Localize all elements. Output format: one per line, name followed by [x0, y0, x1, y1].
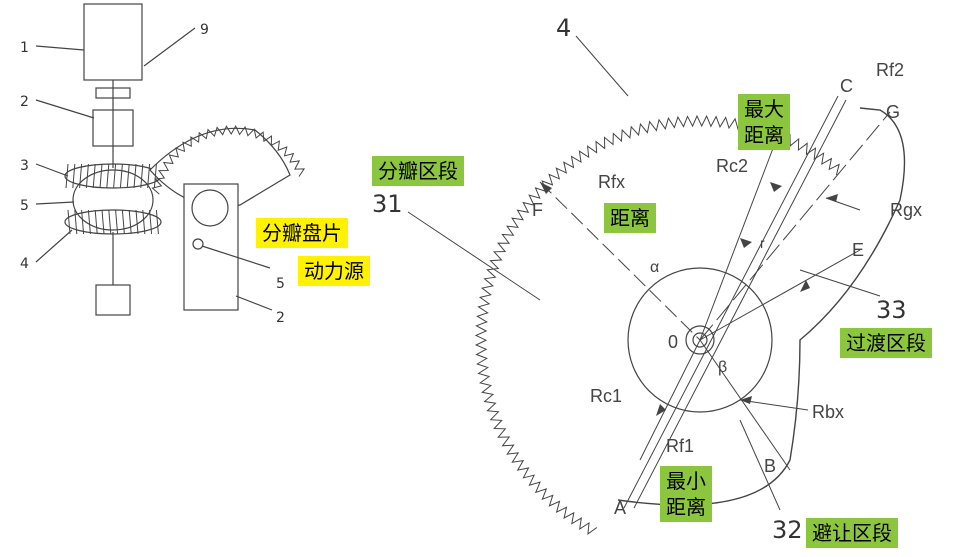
label-rf1: Rf1: [666, 436, 694, 456]
label-rf2: Rf2: [876, 60, 904, 80]
label-max-distance: 最大 距离: [738, 94, 790, 150]
power-source-hole-small: [192, 238, 204, 250]
petal-fin: [119, 163, 123, 189]
petal-fin: [79, 163, 83, 189]
hub-circle-small: [685, 325, 715, 355]
label-distance: 距离: [604, 203, 656, 233]
label-rbx: Rbx: [812, 402, 844, 422]
petal-fin: [94, 209, 98, 235]
callout-4-left: 4: [20, 256, 29, 272]
petal-fin: [155, 209, 159, 235]
petal-fin: [92, 163, 96, 189]
petal-fin: [108, 209, 112, 235]
petal-fin: [74, 209, 78, 235]
callout-3: 3: [20, 158, 29, 174]
petal-fin: [142, 209, 146, 235]
angle-alpha: α: [650, 259, 659, 276]
cam-tooth-arc: [474, 114, 840, 535]
label-rc2: Rc2: [716, 156, 748, 176]
cam-outline: [617, 107, 906, 506]
callout-1: 1: [20, 40, 29, 56]
motor-body: [83, 3, 143, 81]
petal-fin: [65, 163, 69, 189]
callout-2-top: 2: [20, 94, 29, 110]
label-transition-section: 过渡区段: [840, 328, 932, 358]
petal-fin: [128, 209, 132, 235]
petal-fin: [72, 163, 76, 189]
callout-9: 9: [200, 22, 209, 38]
petal-fin: [67, 209, 71, 235]
angle-beta: β: [718, 359, 727, 376]
callout-5-left: 5: [20, 198, 29, 214]
point-b: B: [764, 456, 776, 476]
petal-fin: [85, 163, 89, 189]
petal-fin: [153, 163, 157, 189]
callout-4-right: 4: [556, 14, 571, 42]
point-a: A: [614, 498, 626, 518]
callout-5-right: 5: [276, 276, 285, 292]
power-source-hole-large: [191, 189, 229, 227]
petal-fin: [140, 163, 144, 189]
base-block: [95, 284, 131, 316]
petal-fin: [101, 209, 105, 235]
petal-fin: [147, 163, 151, 189]
hub-circle-tiny: [692, 332, 708, 348]
point-e: E: [852, 240, 864, 260]
petal-teeth: [65, 163, 159, 235]
label-rc1: Rc1: [590, 386, 622, 406]
petal-fin: [135, 209, 139, 235]
angle-r: r: [760, 235, 765, 251]
center-label: 0: [668, 332, 678, 352]
petal-fin: [126, 163, 130, 189]
section-32: 32: [772, 516, 803, 544]
petal-fin: [106, 163, 110, 189]
petal-fin: [121, 209, 125, 235]
power-source-block: [183, 183, 239, 311]
section-33: 33: [876, 296, 907, 324]
cam-hub: [627, 267, 773, 413]
cam-inner-boundary: [617, 107, 906, 506]
label-split-disc: 分瓣盘片: [256, 218, 348, 248]
small-gear-teeth: [151, 125, 306, 195]
label-avoid-section: 避让区段: [806, 518, 898, 548]
label-rfx: Rfx: [598, 172, 625, 192]
petal-fin: [113, 163, 117, 189]
small-gear-tooth-arc: [151, 125, 306, 195]
construction-lines: [407, 35, 891, 511]
petal-fin: [115, 209, 119, 235]
petal-fin: [87, 209, 91, 235]
petal-fin: [81, 209, 85, 235]
left-figure: [35, 3, 291, 316]
cam-teeth: [474, 114, 840, 535]
point-g: G: [886, 102, 900, 122]
label-rgx: Rgx: [890, 200, 922, 220]
petal-fin: [133, 163, 137, 189]
label-power-source: 动力源: [298, 256, 370, 286]
arrowheads: [540, 182, 838, 416]
point-f: F: [532, 200, 543, 220]
label-min-distance: 最小 距离: [660, 466, 712, 522]
callout-2-right: 2: [276, 310, 285, 326]
section-31: 31: [372, 190, 403, 218]
hub-circle-large: [627, 267, 773, 413]
petal-fin: [99, 163, 103, 189]
label-split-section: 分瓣区段: [372, 156, 464, 186]
bulb: [72, 169, 154, 231]
petal-fin: [149, 209, 153, 235]
point-c: C: [840, 76, 853, 96]
